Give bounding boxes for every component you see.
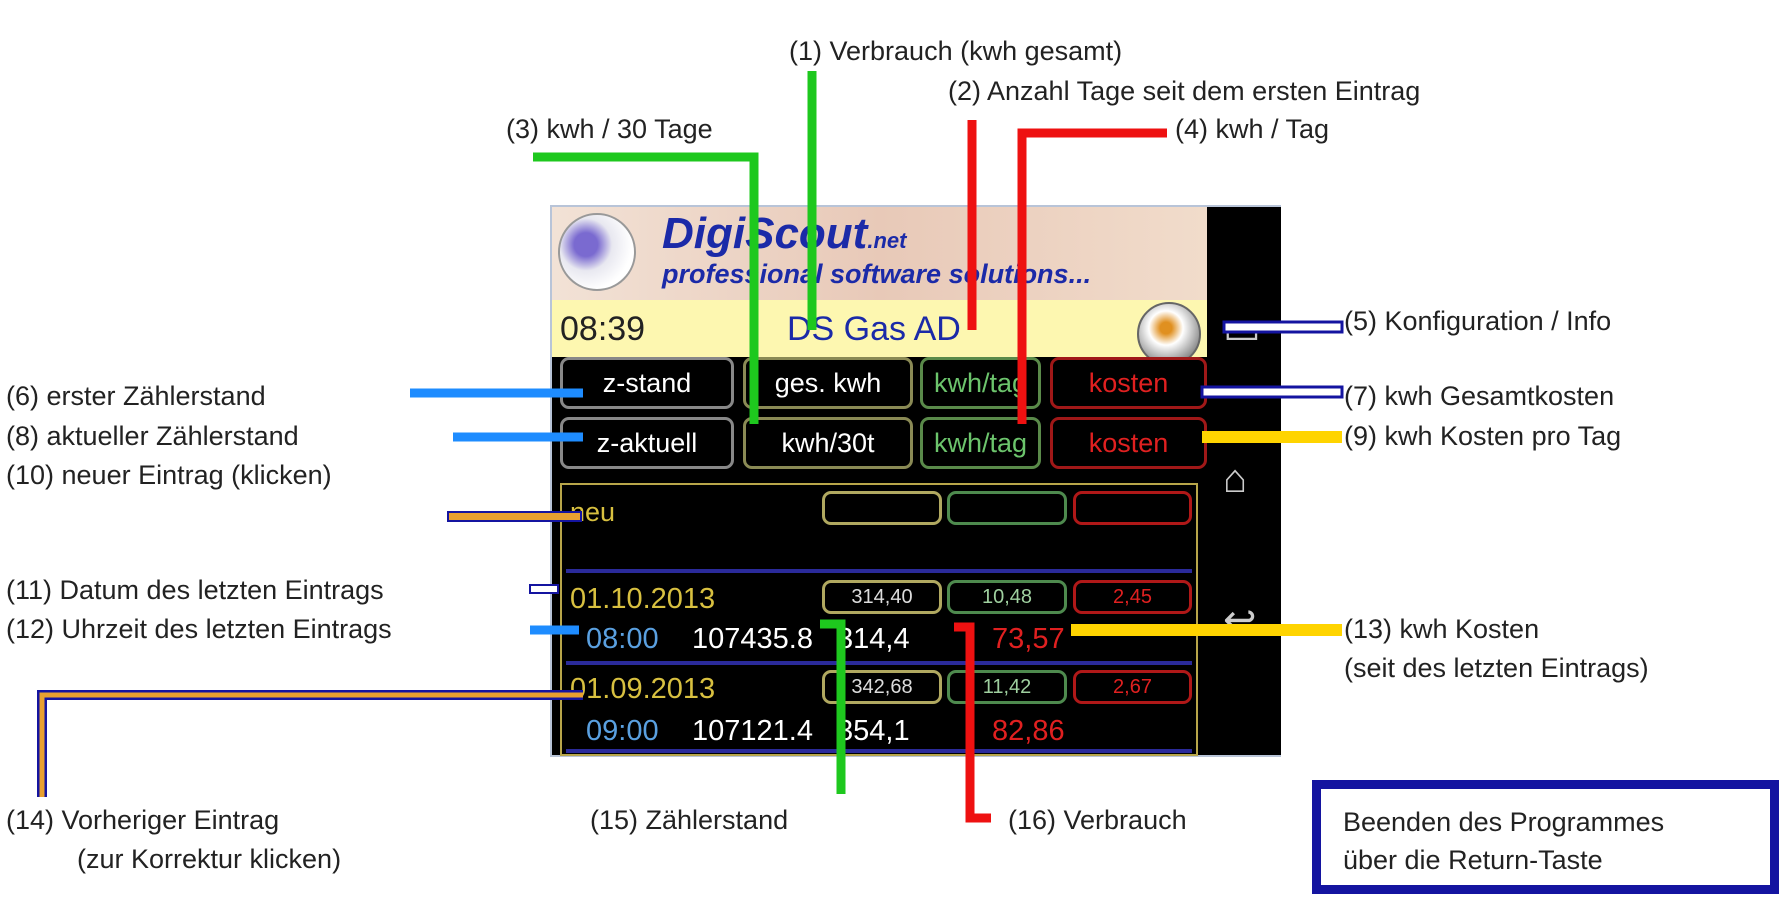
total-cost-button[interactable]: kosten	[1050, 357, 1207, 409]
empty-box	[1073, 491, 1192, 525]
annotation-4: (4) kwh / Tag	[1175, 114, 1330, 144]
title-bar: 08:39 DS Gas AD	[552, 300, 1207, 366]
cost-day-value: 2,45	[1073, 580, 1192, 614]
consumption-value: 314,4	[837, 623, 910, 655]
line-15	[820, 619, 846, 794]
annotation-15: (15) Zählerstand	[590, 805, 789, 835]
entry-row[interactable]: 01.10.2013 314,40 10,48 2,45 08:00 10743…	[562, 573, 1196, 661]
empty-box	[822, 491, 942, 525]
annotation-12: (12) Uhrzeit des letzten Eintrags	[6, 614, 392, 644]
annotation-1: (1) Verbrauch (kwh gesamt)	[789, 36, 1123, 66]
annotation-11: (11) Datum des letzten Eintrags	[6, 575, 384, 605]
line-16	[954, 622, 991, 823]
entry-list: neu 01.10.2013 314,40 10,48 2,45 08:00 1…	[560, 483, 1198, 756]
annotation-2: (2) Anzahl Tage seit dem ersten Eintrag	[948, 76, 1421, 106]
home-icon[interactable]: ⌂	[1223, 457, 1248, 501]
cost-value: 73,57	[992, 623, 1065, 655]
cost-value: 82,86	[992, 715, 1065, 747]
kwh-day-value: 10,48	[947, 580, 1067, 614]
clock: 08:39	[560, 310, 646, 348]
cost-day-value: 2,67	[1073, 670, 1192, 704]
kwh-day-value: 11,42	[947, 670, 1067, 704]
annotation-14-detail: (zur Korrektur klicken)	[77, 844, 342, 874]
annotation-13: (13) kwh Kosten	[1344, 614, 1540, 644]
android-nav-bar: ▭ ⌂ ↩	[1209, 207, 1281, 755]
annotation-13-detail: (seit des letzten Eintrags)	[1344, 653, 1649, 683]
kwh-per-day-button[interactable]: kwh/tag	[920, 417, 1041, 469]
annotation-8: (8) aktueller Zählerstand	[6, 421, 299, 451]
line-10	[447, 511, 582, 522]
first-meter-button[interactable]: z-stand	[560, 357, 734, 409]
total-kwh-button[interactable]: ges. kwh	[743, 357, 913, 409]
kwh-30-value: 342,68	[822, 670, 942, 704]
line-4	[1017, 128, 1167, 424]
annotation-6: (6) erster Zählerstand	[6, 381, 266, 411]
entry-date: 01.10.2013	[570, 583, 716, 615]
app-banner: DigiScout.net professional software solu…	[552, 207, 1207, 300]
phone-screen: DigiScout.net professional software solu…	[550, 205, 1281, 757]
entry-time: 09:00	[586, 715, 659, 747]
brand-name: DigiScout.net	[662, 209, 906, 259]
annotation-14: (14) Vorheriger Eintrag	[6, 805, 280, 835]
meter-value: 107435.8	[692, 623, 813, 655]
entry-date: 01.09.2013	[570, 673, 716, 705]
line-5	[1222, 320, 1344, 334]
current-meter-button[interactable]: z-aktuell	[560, 417, 734, 469]
exit-note-line-1: Beenden des Programmes	[1343, 807, 1665, 837]
empty-box	[947, 491, 1067, 525]
line-7	[1200, 385, 1344, 399]
divider	[566, 661, 1192, 665]
entry-time: 08:00	[586, 623, 659, 655]
line-11	[529, 584, 559, 594]
line-3	[533, 152, 759, 424]
annotation-3: (3) kwh / 30 Tage	[506, 114, 713, 144]
brand-suffix: .net	[867, 228, 907, 253]
annotation-5: (5) Konfiguration / Info	[1344, 306, 1612, 336]
annotation-10: (10) neuer Eintrag (klicken)	[6, 460, 332, 490]
meter-value: 107121.4	[692, 715, 813, 747]
consumption-value: 354,1	[837, 715, 910, 747]
kwh-30-value: 314,40	[822, 580, 942, 614]
brand-text: DigiScout	[662, 209, 868, 258]
divider	[566, 569, 1192, 573]
annotation-9: (9) kwh Kosten pro Tag	[1344, 421, 1622, 451]
entry-row[interactable]: 01.09.2013 342,68 11,42 2,67 09:00 10712…	[562, 665, 1196, 753]
annotation-7: (7) kwh Gesamtkosten	[1344, 381, 1615, 411]
exit-note-line-2: über die Return-Taste	[1343, 845, 1603, 875]
kwh-30-days-button[interactable]: kwh/30t	[743, 417, 913, 469]
annotation-16: (16) Verbrauch	[1008, 805, 1187, 835]
cost-per-day-button[interactable]: kosten	[1050, 417, 1207, 469]
digiscout-logo	[558, 213, 636, 291]
divider	[566, 749, 1192, 753]
exit-note-box: Beenden des Programmes über die Return-T…	[1312, 780, 1779, 894]
line-14-border	[37, 690, 583, 797]
